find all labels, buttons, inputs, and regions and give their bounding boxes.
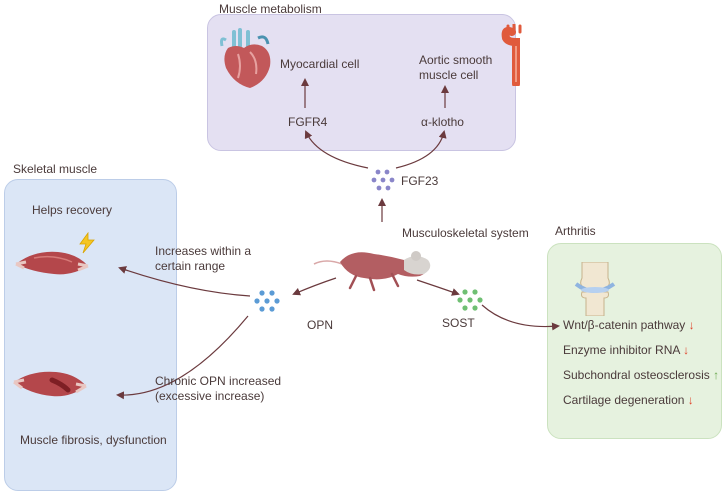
arrow-opn-to-fibrosis bbox=[116, 315, 249, 400]
arthritis-item: Subchondral osteosclerosis ↑ bbox=[563, 368, 719, 383]
fgf23-dots bbox=[371, 169, 395, 191]
muscle-metabolism-title: Muscle metabolism bbox=[219, 2, 322, 16]
arrow-mouse-to-opn bbox=[292, 277, 337, 296]
helps-recovery-label: Helps recovery bbox=[32, 203, 113, 217]
arthritis-item: Cartilage degeneration ↓ bbox=[563, 393, 694, 408]
opn-label: OPN bbox=[307, 318, 334, 332]
arrow-down-icon: ↓ bbox=[687, 393, 694, 407]
heart-icon bbox=[220, 28, 271, 88]
arthritis-panel bbox=[547, 243, 722, 439]
skeletal-muscle-panel bbox=[4, 179, 177, 491]
arrow-fgf23-to-klotho bbox=[395, 130, 447, 169]
muscle-icon bbox=[13, 371, 87, 397]
muscle-fibrosis-label: Muscle fibrosis, dysfunction bbox=[20, 433, 167, 447]
arthritis-item-text: Wnt/β-catenin pathway bbox=[563, 318, 686, 332]
klotho-label: α-klotho bbox=[421, 115, 464, 129]
arthritis-item-text: Enzyme inhibitor RNA bbox=[563, 343, 680, 357]
arrow-mouse-to-sost bbox=[416, 279, 460, 296]
increases-within-label: Increases within a certain range bbox=[155, 244, 252, 273]
arrow-opn-to-recovery bbox=[118, 266, 251, 297]
mouse-icon bbox=[313, 251, 431, 292]
skeletal-muscle-title: Skeletal muscle bbox=[13, 162, 98, 176]
musculoskeletal-system-label: Musculoskeletal system bbox=[402, 226, 529, 240]
muscle-icon bbox=[15, 251, 89, 275]
arrow-down-icon: ↓ bbox=[688, 318, 695, 332]
knee-joint-icon bbox=[574, 262, 616, 316]
lightning-icon bbox=[79, 232, 95, 254]
chronic-opn-label: Chronic OPN increased (excessive increas… bbox=[155, 374, 282, 403]
arrow-sost-to-wnt bbox=[481, 304, 560, 331]
fgfr4-label: FGFR4 bbox=[288, 115, 328, 129]
opn-dots bbox=[254, 290, 280, 312]
sost-label: SOST bbox=[442, 316, 475, 330]
arthritis-item-text: Cartilage degeneration bbox=[563, 393, 685, 407]
arrow-down-icon: ↓ bbox=[683, 343, 690, 357]
sost-dots bbox=[457, 289, 483, 311]
arrow-up-icon: ↑ bbox=[713, 368, 720, 382]
aorta-icon bbox=[501, 24, 522, 86]
arthritis-title: Arthritis bbox=[555, 224, 596, 238]
arrow-fgf23-to-fgfr4 bbox=[304, 130, 369, 169]
aortic-smooth-muscle-label: Aortic smooth muscle cell bbox=[419, 53, 493, 82]
fgf23-label: FGF23 bbox=[401, 174, 439, 188]
myocardial-cell-label: Myocardial cell bbox=[280, 57, 360, 71]
arthritis-item: Wnt/β-catenin pathway ↓ bbox=[563, 318, 695, 333]
arthritis-item-text: Subchondral osteosclerosis bbox=[563, 368, 710, 382]
arthritis-item: Enzyme inhibitor RNA ↓ bbox=[563, 343, 689, 358]
